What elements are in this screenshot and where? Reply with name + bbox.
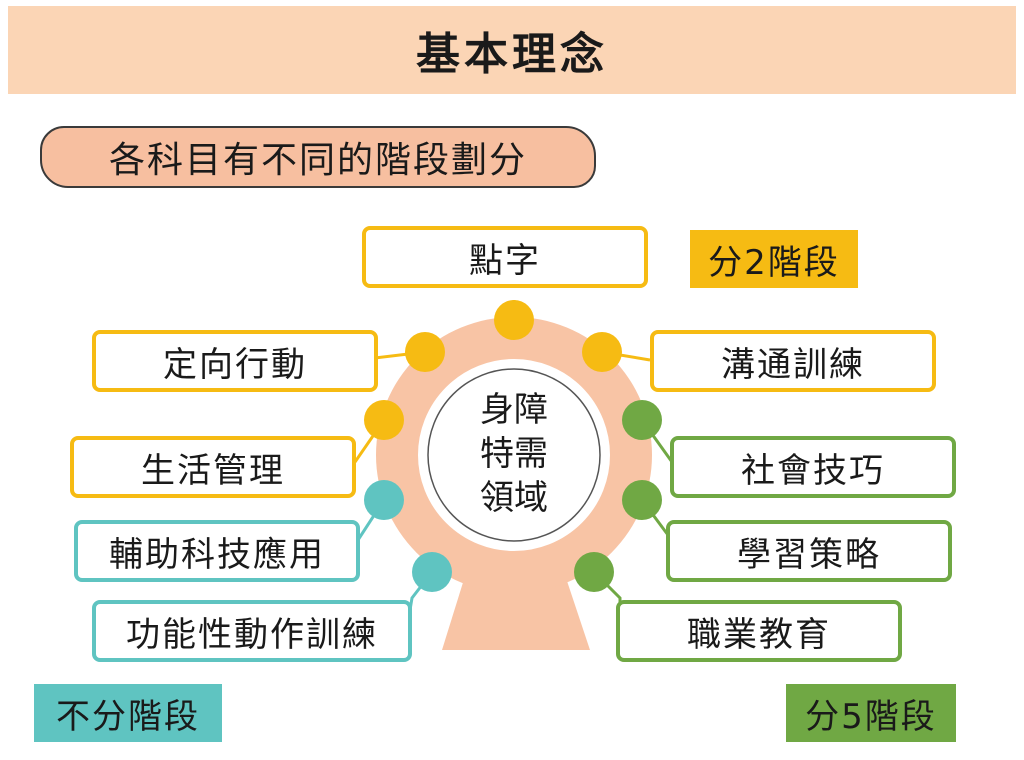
dot-learning-strategies xyxy=(622,480,662,520)
dot-life-management xyxy=(364,400,404,440)
dot-vocational xyxy=(574,552,614,592)
tag-five-stages: 分5階段 xyxy=(786,684,956,742)
center-line-3: 領域 xyxy=(480,478,548,518)
dot-social-skills xyxy=(622,400,662,440)
wheel-hub-outline xyxy=(427,368,601,542)
subject-braille: 點字 xyxy=(362,226,648,288)
dot-orientation xyxy=(405,332,445,372)
subtitle-callout: 各科目有不同的階段劃分 xyxy=(40,126,596,188)
tag-no-stages: 不分階段 xyxy=(34,684,222,742)
subject-learning-strategies: 學習策略 xyxy=(666,520,952,582)
dot-communication xyxy=(582,332,622,372)
subject-social-skills: 社會技巧 xyxy=(670,436,956,498)
wheel-hub xyxy=(414,355,614,555)
subject-functional-movement: 功能性動作訓練 xyxy=(92,600,412,662)
dot-braille xyxy=(494,300,534,340)
subject-life-management: 生活管理 xyxy=(70,436,356,498)
subject-communication: 溝通訓練 xyxy=(650,330,936,392)
dot-functional-movement xyxy=(412,552,452,592)
subject-orientation: 定向行動 xyxy=(92,330,378,392)
center-label: 身障 特需 領域 xyxy=(452,384,576,524)
subject-vocational-education: 職業教育 xyxy=(616,600,902,662)
center-line-2: 特需 xyxy=(480,434,548,474)
page-title: 基本理念 xyxy=(416,29,608,80)
tag-two-stages: 分2階段 xyxy=(690,230,858,288)
center-line-1: 身障 xyxy=(480,390,548,430)
dot-assistive-tech xyxy=(364,480,404,520)
subject-assistive-tech: 輔助科技應用 xyxy=(74,520,360,582)
header-banner: 基本理念 xyxy=(8,6,1016,94)
